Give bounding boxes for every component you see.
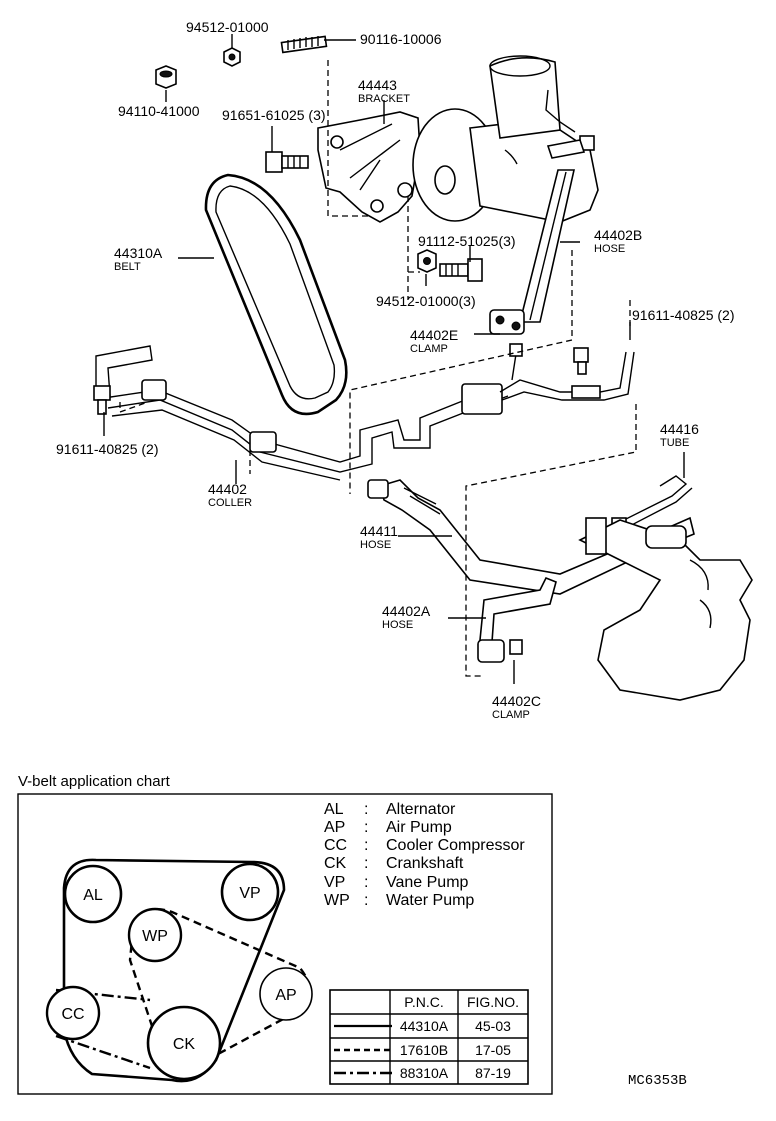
- table-pnc-row-3: 88310A: [400, 1065, 449, 1081]
- label-44416-name: TUBE: [660, 437, 689, 449]
- legend-code-cc: CC: [324, 837, 347, 854]
- leader-lines: [103, 34, 685, 684]
- nut-94512-3-drawing: [417, 249, 437, 273]
- guide-lines: [119, 60, 637, 677]
- legend-code-ap: AP: [324, 819, 345, 836]
- label-44310A-name: BELT: [114, 261, 141, 273]
- legend-name-ap: Air Pump: [386, 819, 452, 836]
- label-91611-40825-right: 91611-40825 (2): [632, 307, 734, 323]
- label-91112-51025: 91112-51025(3): [418, 233, 516, 249]
- belt-44310A-drawing: [204, 173, 348, 416]
- bolt-91611-right-drawing: [573, 347, 589, 375]
- label-44402B: 44402B: [594, 227, 642, 243]
- legend-sep-ap: :: [364, 819, 368, 836]
- table-pnc-row-2: 17610B: [400, 1042, 448, 1058]
- label-94512-01000-3: 94512-01000(3): [376, 293, 476, 309]
- legend-sep-cc: :: [364, 837, 368, 854]
- table-fig-row-3: 87-19: [475, 1065, 511, 1081]
- label-44402A-name: HOSE: [382, 619, 413, 631]
- figure-code: MC6353B: [628, 1073, 687, 1089]
- label-90116-10006: 90116-10006: [360, 31, 442, 47]
- label-44411: 44411: [360, 523, 398, 539]
- pulley-label-al: AL: [83, 887, 103, 904]
- pulley-ap: AP: [259, 967, 313, 1021]
- label-44416: 44416: [660, 421, 699, 437]
- belt-route-dashdot: [55, 988, 151, 1070]
- legend-sep-wp: :: [364, 892, 368, 909]
- coller-44402-drawing: [95, 343, 635, 481]
- clamp-44402E-drawing: [489, 309, 525, 335]
- label-44411-name: HOSE: [360, 539, 391, 551]
- legend-name-ck: Crankshaft: [386, 855, 464, 872]
- label-44402B-name: HOSE: [594, 243, 625, 255]
- bolt-91112-drawing: [439, 258, 483, 282]
- legend-name-cc: Cooler Compressor: [386, 837, 525, 854]
- gear-housing-drawing: [578, 517, 753, 701]
- label-94512-01000-top: 94512-01000: [186, 19, 269, 35]
- label-91611-40825-left: 91611-40825 (2): [56, 441, 158, 457]
- label-44402A: 44402A: [382, 603, 431, 619]
- nut-94110-drawing: [155, 65, 177, 89]
- clamp-44402C-drawing: [477, 639, 523, 663]
- pulley-label-ap: AP: [275, 987, 296, 1004]
- legend-sep-vp: :: [364, 874, 368, 891]
- application-table: P.N.C. FIG.NO. 44310A 45-03 17610B 17-05…: [329, 989, 529, 1085]
- label-44402C: 44402C: [492, 693, 541, 709]
- label-94110-41000: 94110-41000: [118, 103, 200, 119]
- pulley-label-ck: CK: [173, 1036, 196, 1053]
- table-pnc-row-1: 44310A: [400, 1018, 449, 1034]
- label-44402-name: COLLER: [208, 497, 252, 509]
- label-91651-61025: 91651-61025 (3): [222, 107, 326, 123]
- legend-code-vp: VP: [324, 874, 345, 891]
- bracket-44443-drawing: [317, 111, 421, 223]
- pulley-label-cc: CC: [61, 1006, 84, 1023]
- nut-94512-top-drawing: [223, 47, 241, 67]
- pulley-wp: WP: [127, 907, 183, 963]
- table-header-fig: FIG.NO.: [467, 994, 519, 1010]
- label-44402: 44402: [208, 481, 247, 497]
- bolt-91611-left-drawing: [93, 385, 111, 415]
- hose-44411-drawing: [367, 479, 695, 595]
- label-44443: 44443: [358, 77, 397, 93]
- legend-sep-ck: :: [364, 855, 368, 872]
- chart-title: V-belt application chart: [18, 773, 171, 790]
- pulley-label-wp: WP: [142, 928, 168, 945]
- legend-code-wp: WP: [324, 892, 350, 909]
- pulley-al: AL: [63, 864, 123, 924]
- legend-code-ck: CK: [324, 855, 347, 872]
- pulley-ck: CK: [146, 1005, 222, 1081]
- legend-name-al: Alternator: [386, 801, 456, 818]
- label-44443-name: BRACKET: [358, 93, 410, 105]
- vane-pump-drawing: [412, 55, 599, 223]
- legend-name-vp: Vane Pump: [386, 874, 469, 891]
- label-44402E-name: CLAMP: [410, 343, 448, 355]
- legend-sep-al: :: [364, 801, 368, 818]
- pulley-cc: CC: [45, 985, 101, 1041]
- table-fig-row-1: 45-03: [475, 1018, 511, 1034]
- table-header-pnc: P.N.C.: [404, 994, 443, 1010]
- bolt-91651-drawing: [265, 151, 309, 173]
- hose-44402A-drawing: [479, 576, 557, 643]
- pulley-label-vp: VP: [239, 885, 260, 902]
- chart-frame: [17, 793, 553, 1095]
- legend-code-al: AL: [324, 801, 344, 818]
- label-44402E: 44402E: [410, 327, 458, 343]
- pulley-vp: VP: [220, 862, 280, 922]
- legend-name-wp: Water Pump: [386, 892, 474, 909]
- label-44310A: 44310A: [114, 245, 163, 261]
- label-44402C-name: CLAMP: [492, 709, 530, 721]
- table-fig-row-2: 17-05: [475, 1042, 511, 1058]
- chart-legend: AL : Alternator AP : Air Pump CC : Coole…: [324, 801, 525, 909]
- hose-44402B-drawing: [518, 169, 575, 323]
- stud-90116-drawing: [280, 35, 328, 54]
